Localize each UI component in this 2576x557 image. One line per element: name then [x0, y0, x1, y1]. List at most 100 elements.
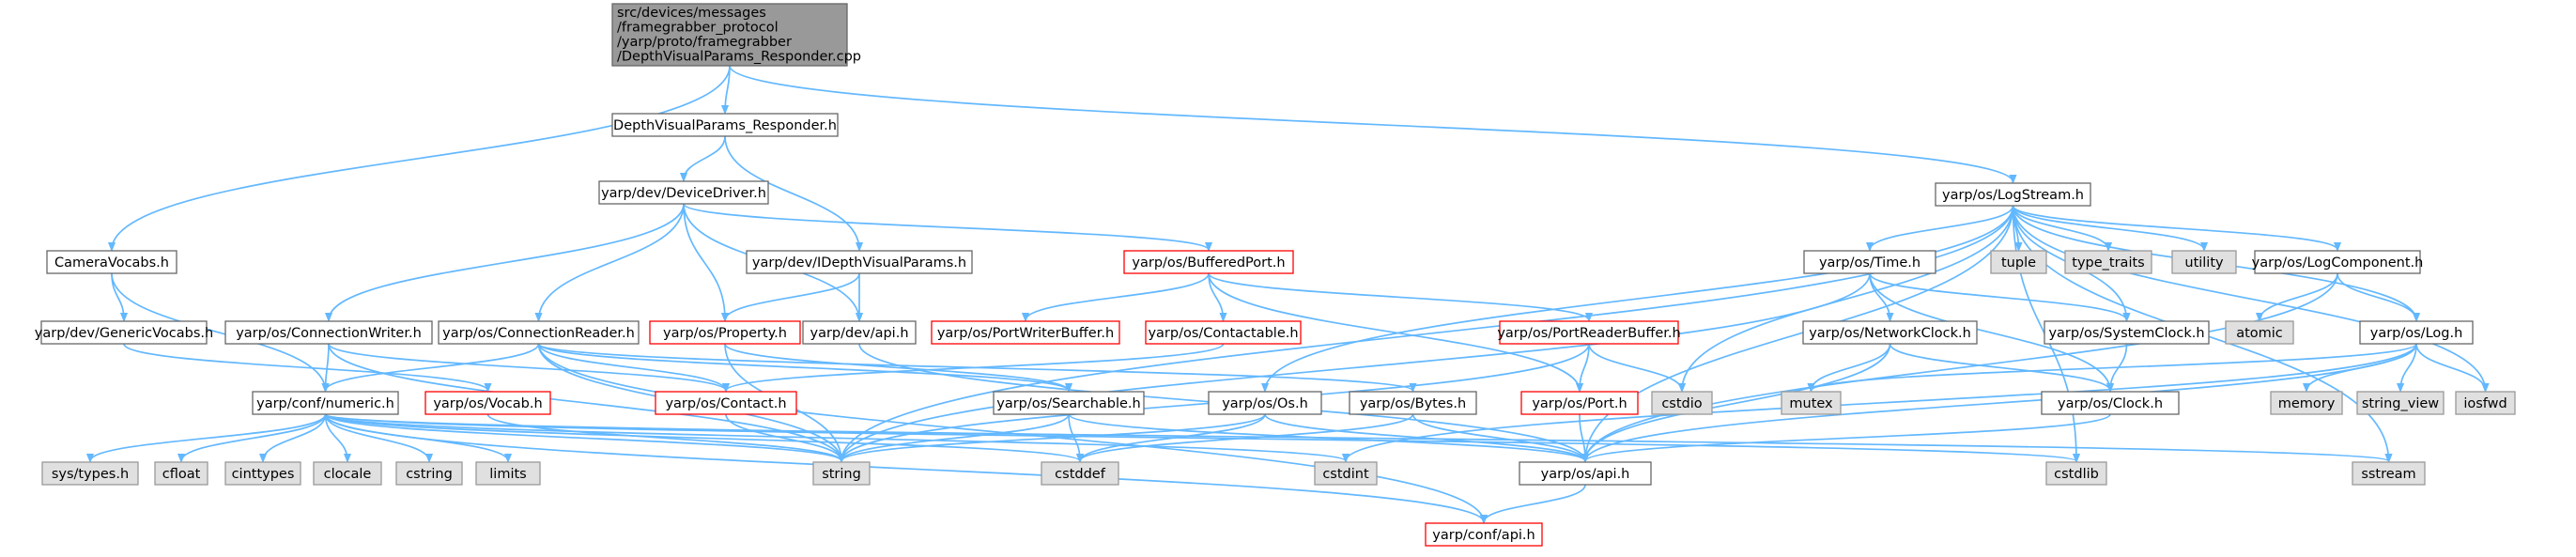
node-cstdint[interactable]: cstdint — [1314, 461, 1378, 486]
node-contactable[interactable]: yarp/os/Contactable.h — [1145, 320, 1302, 345]
edge-connwriter-to-string — [328, 343, 841, 461]
node-bufferedport[interactable]: yarp/os/BufferedPort.h — [1123, 250, 1294, 274]
node-box — [649, 320, 801, 345]
node-clocale[interactable]: clocale — [313, 461, 382, 486]
node-label: string — [822, 467, 861, 482]
node-limits[interactable]: limits — [475, 461, 541, 486]
edge-time-to-string — [841, 272, 1871, 461]
edge-root-to-logstream — [729, 65, 2013, 182]
node-box — [1520, 391, 1639, 415]
node-portreaderbuffer[interactable]: yarp/os/PortReaderBuffer.h — [1497, 320, 1681, 345]
edge-connreader-to-contact — [537, 343, 727, 391]
node-label: yarp/os/ConnectionWriter.h — [236, 326, 422, 341]
node-port[interactable]: yarp/os/Port.h — [1520, 391, 1639, 415]
edge-systemclock-to-clock — [2110, 343, 2128, 391]
node-portwriterbuffer[interactable]: yarp/os/PortWriterBuffer.h — [931, 320, 1120, 345]
node-box — [1123, 250, 1294, 274]
edge-log-to-osapi — [1585, 343, 2417, 461]
node-box — [598, 180, 769, 205]
node-box — [2356, 391, 2445, 415]
edge-logcomponent-to-osapi — [1585, 272, 2338, 461]
edge-idvp-to-property — [725, 272, 860, 320]
node-root[interactable]: src/devices/messages/framegrabber_protoc… — [611, 3, 861, 67]
edge-cameravocabs-to-numeric — [111, 272, 326, 391]
node-contact[interactable]: yarp/os/Contact.h — [655, 391, 797, 415]
node-connreader[interactable]: yarp/os/ConnectionReader.h — [438, 320, 640, 345]
node-logcomponent[interactable]: yarp/os/LogComponent.h — [2252, 250, 2424, 274]
node-box — [802, 320, 917, 345]
node-connwriter[interactable]: yarp/os/ConnectionWriter.h — [224, 320, 433, 345]
node-cstdlib[interactable]: cstdlib — [2045, 461, 2107, 486]
node-devapi[interactable]: yarp/dev/api.h — [802, 320, 917, 345]
node-box — [2045, 461, 2107, 486]
edge-logstream-to-logcomponent — [2012, 205, 2338, 250]
edge-os-h-to-string — [841, 413, 1266, 461]
edge-portreaderbuffer-to-port — [1580, 343, 1590, 391]
node-searchable[interactable]: yarp/os/Searchable.h — [993, 391, 1145, 415]
node-tuple[interactable]: tuple — [1990, 250, 2047, 274]
node-box — [655, 391, 797, 415]
edge-logstream-to-string — [841, 205, 2014, 461]
node-box — [812, 461, 871, 486]
node-systemclock[interactable]: yarp/os/SystemClock.h — [2044, 320, 2210, 345]
node-box — [395, 461, 463, 486]
node-string[interactable]: string — [812, 461, 871, 486]
edge-numeric-to-cinttypes — [263, 413, 327, 461]
node-label: src/devices/messages — [617, 6, 766, 21]
node-vocab[interactable]: yarp/os/Vocab.h — [424, 391, 551, 415]
edge-property-to-searchable — [724, 343, 1069, 391]
edge-bufferedport-to-port — [1208, 272, 1580, 391]
edges-layer — [90, 65, 2486, 522]
node-cstdio[interactable]: cstdio — [1651, 391, 1713, 415]
edge-numeric-to-cstdint — [324, 413, 1347, 461]
node-numeric[interactable]: yarp/conf/numeric.h — [252, 391, 399, 415]
edge-connreader-to-bytes — [537, 343, 1413, 391]
node-cfloat[interactable]: cfloat — [154, 461, 208, 486]
node-osapi[interactable]: yarp/os/api.h — [1519, 461, 1652, 486]
node-box — [931, 320, 1120, 345]
node-bytes[interactable]: yarp/os/Bytes.h — [1349, 391, 1477, 415]
node-memory[interactable]: memory — [2270, 391, 2343, 415]
node-cinttypes[interactable]: cinttypes — [224, 461, 301, 486]
node-label: /DepthVisualParams_Responder.cpp — [617, 50, 861, 65]
node-time[interactable]: yarp/os/Time.h — [1803, 250, 1936, 274]
node-mutex[interactable]: mutex — [1781, 391, 1842, 415]
node-genericvocabs[interactable]: yarp/dev/GenericVocabs.h — [35, 320, 213, 345]
node-dvpr-h[interactable]: DepthVisualParams_Responder.h — [611, 113, 839, 137]
node-confapi[interactable]: yarp/conf/api.h — [1425, 522, 1543, 547]
node-cstring[interactable]: cstring — [395, 461, 463, 486]
node-string-view[interactable]: string_view — [2356, 391, 2445, 415]
node-systypes[interactable]: sys/types.h — [41, 461, 139, 486]
node-log[interactable]: yarp/os/Log.h — [2359, 320, 2474, 345]
edge-numeric-to-sstream — [324, 413, 2389, 461]
node-box — [2359, 320, 2474, 345]
edge-connwriter-to-contact — [328, 343, 726, 391]
node-utility[interactable]: utility — [2171, 250, 2237, 274]
edge-logstream-to-time — [1870, 205, 2014, 250]
node-type-traits[interactable]: type_traits — [2064, 250, 2152, 274]
node-box — [41, 461, 139, 486]
node-networkclock[interactable]: yarp/os/NetworkClock.h — [1802, 320, 1978, 345]
node-label: yarp/os/SystemClock.h — [2048, 326, 2204, 341]
node-logstream[interactable]: yarp/os/LogStream.h — [1935, 182, 2091, 207]
node-clock[interactable]: yarp/os/Clock.h — [2041, 391, 2180, 415]
edge-devicedriver-to-bufferedport — [683, 203, 1209, 250]
node-iosfwd[interactable]: iosfwd — [2455, 391, 2516, 415]
node-os-h[interactable]: yarp/os/Os.h — [1208, 391, 1322, 415]
node-atomic[interactable]: atomic — [2225, 320, 2294, 345]
edge-connwriter-to-numeric — [326, 343, 330, 391]
edge-networkclock-to-clock — [1889, 343, 2111, 391]
node-box — [1935, 182, 2091, 207]
node-sstream[interactable]: sstream — [2352, 461, 2426, 486]
node-property[interactable]: yarp/os/Property.h — [649, 320, 801, 345]
node-box — [154, 461, 208, 486]
node-idvp[interactable]: yarp/dev/IDepthVisualParams.h — [746, 250, 973, 274]
node-label: yarp/os/BufferedPort.h — [1132, 255, 1285, 271]
node-devicedriver[interactable]: yarp/dev/DeviceDriver.h — [598, 180, 769, 205]
node-label: yarp/os/ConnectionReader.h — [442, 326, 635, 341]
edge-numeric-to-confapi — [324, 413, 1485, 522]
node-box — [993, 391, 1145, 415]
node-cstddef[interactable]: cstddef — [1041, 461, 1119, 486]
node-cameravocabs[interactable]: CameraVocabs.h — [46, 250, 177, 274]
